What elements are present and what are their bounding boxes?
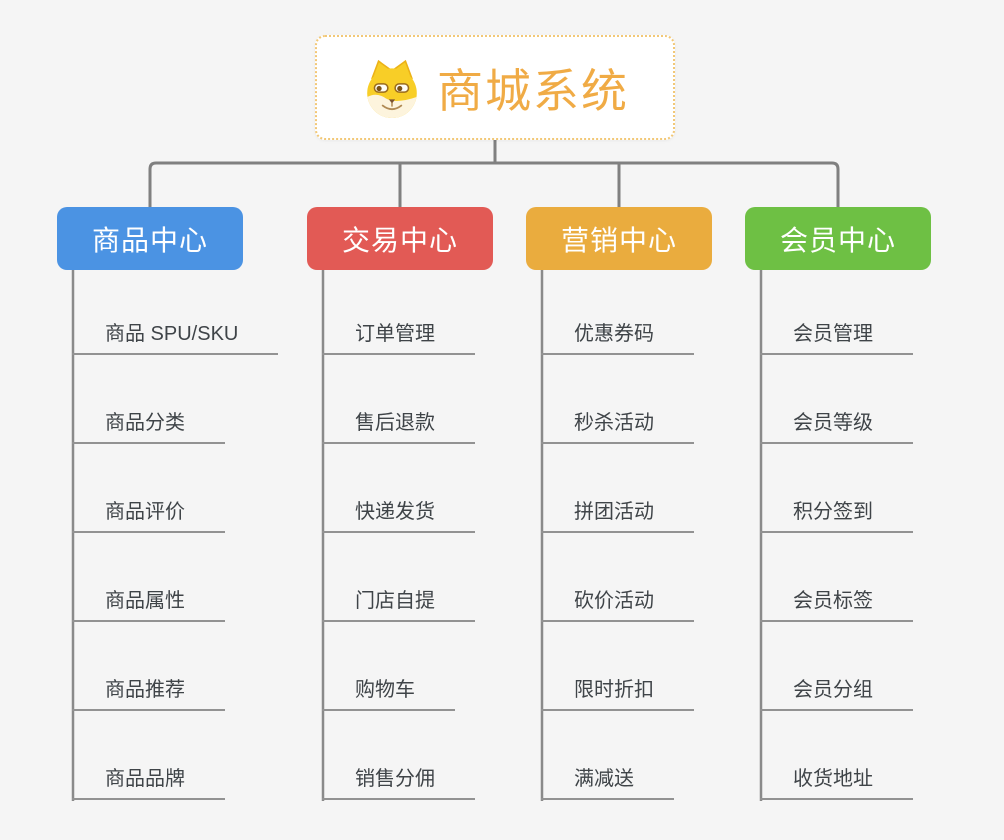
leaf-item[interactable]: 优惠券码 (541, 321, 694, 355)
leaf-item[interactable]: 销售分佣 (322, 766, 475, 800)
leaf-item[interactable]: 订单管理 (322, 321, 475, 355)
leaf-item[interactable]: 会员管理 (760, 321, 913, 355)
leaf-item[interactable]: 商品分类 (72, 410, 225, 444)
leaf-item[interactable]: 秒杀活动 (541, 410, 694, 444)
leaf-item[interactable]: 拼团活动 (541, 499, 694, 533)
leaf-item[interactable]: 商品推荐 (72, 677, 225, 711)
leaf-item[interactable]: 收货地址 (760, 766, 913, 800)
leaf-item[interactable]: 满减送 (541, 766, 674, 800)
branch-box-marketing-center[interactable]: 营销中心 (526, 207, 712, 270)
leaf-item[interactable]: 砍价活动 (541, 588, 694, 622)
branch-label: 商品中心 (91, 224, 208, 256)
branch-label: 会员中心 (779, 224, 896, 256)
leaf-item[interactable]: 会员分组 (760, 677, 913, 711)
leaf-item[interactable]: 会员等级 (760, 410, 913, 444)
leaf-item[interactable]: 快递发货 (322, 499, 475, 533)
leaf-item[interactable]: 售后退款 (322, 410, 475, 444)
leaf-item[interactable]: 门店自提 (322, 588, 475, 622)
branch-label: 营销中心 (560, 224, 677, 256)
leaf-item[interactable]: 积分签到 (760, 499, 913, 533)
leaf-item[interactable]: 商品 SPU/SKU (72, 321, 279, 355)
branch-label: 交易中心 (341, 224, 458, 256)
leaf-item[interactable]: 商品属性 (72, 588, 225, 622)
leaf-item[interactable]: 限时折扣 (541, 677, 694, 711)
branch-box-trade-center[interactable]: 交易中心 (307, 207, 493, 270)
doge-icon (367, 59, 417, 118)
leaf-item[interactable]: 商品评价 (72, 499, 225, 533)
root-title: 商城系统 (437, 64, 629, 117)
branch-box-member-center[interactable]: 会员中心 (745, 207, 931, 270)
leaf-item[interactable]: 商品品牌 (72, 766, 225, 800)
root-node-mall-system[interactable]: 商城系统 (315, 35, 675, 140)
leaf-item[interactable]: 会员标签 (760, 588, 913, 622)
leaf-item[interactable]: 购物车 (322, 677, 455, 711)
branch-box-product-center[interactable]: 商品中心 (57, 207, 243, 270)
